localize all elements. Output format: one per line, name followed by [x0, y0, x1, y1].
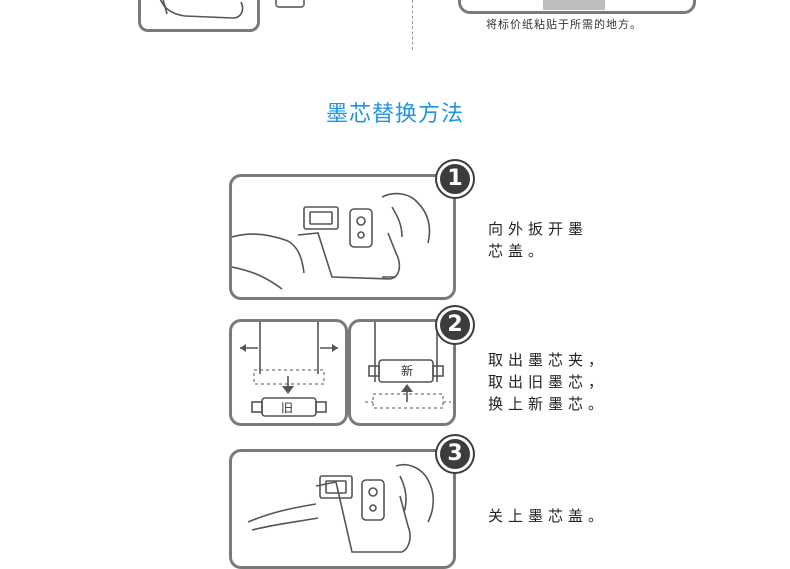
step-2-text: 取出墨芯夹， 取出旧墨芯， 换上新墨芯。: [488, 351, 609, 413]
top-caption: 将标价纸粘贴于所需的地方。: [486, 18, 642, 31]
top-right-panel: [458, 0, 696, 14]
new-ink-label: 新: [401, 364, 414, 378]
step-3-badge: 3: [437, 436, 473, 472]
step-1-panel: [229, 174, 456, 300]
step-3-text: 关上墨芯盖。: [488, 507, 609, 525]
step-2-right-panel: 新: [348, 319, 456, 426]
close-ink-cover-illustration: [247, 464, 435, 553]
step-2-badge: 2: [437, 307, 473, 343]
open-ink-cover-illustration: [232, 192, 431, 290]
step-1-text: 向外扳开墨 芯盖。: [488, 220, 589, 260]
step-2-left-panel: 旧: [229, 319, 348, 426]
label-sticker: [543, 0, 605, 10]
insert-new-ink-illustration: [365, 322, 451, 409]
old-ink-label: 旧: [281, 401, 294, 415]
step-3-panel: [229, 449, 456, 569]
top-left-panel: [138, 0, 260, 32]
top-divider: [412, 0, 413, 50]
hand-illustration: [159, 0, 244, 19]
step-1-badge: 1: [437, 161, 473, 197]
top-small-mark: [275, 0, 305, 8]
page-title: 墨芯替换方法: [325, 102, 464, 127]
remove-old-ink-illustration: [240, 322, 338, 417]
